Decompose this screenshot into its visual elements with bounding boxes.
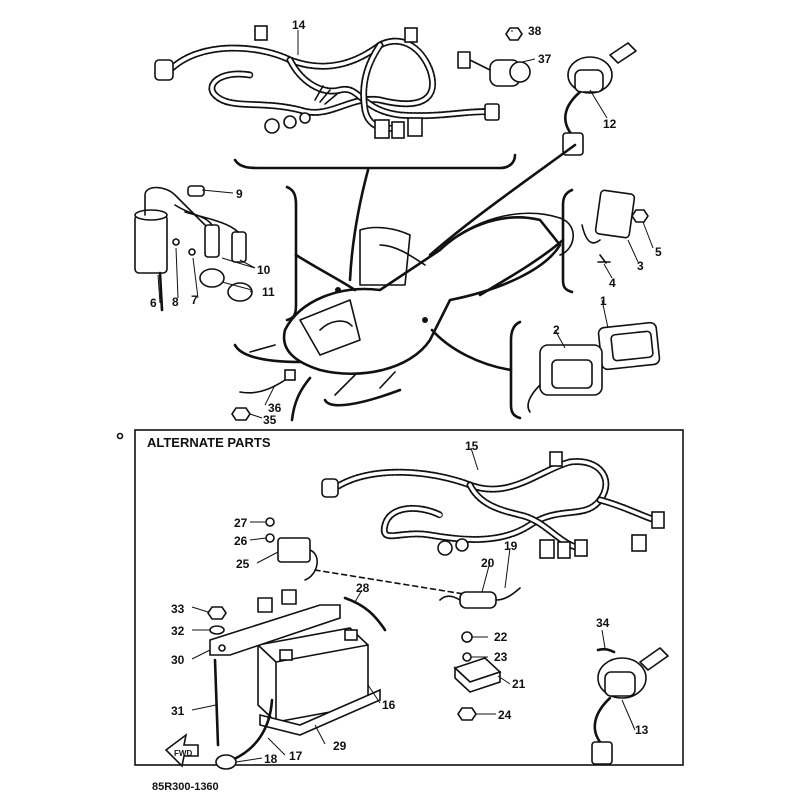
vent-tube-17 [230,698,274,762]
alternate-parts-box [134,429,684,766]
callout-30: 30 [171,653,185,667]
fwd-label: FWD [174,749,192,758]
washer-32 [209,625,225,635]
leader-35 [290,376,312,422]
callout-23: 23 [494,650,508,664]
callout-34: 34 [596,616,610,630]
nut-33 [207,606,227,620]
nut-35 [231,407,251,421]
group-bracket-right-upper [561,188,574,294]
callout-38: 38 [528,24,542,38]
callout-37: 37 [538,52,552,66]
regulator-3 [581,189,636,244]
harness-clip-36 [239,369,296,394]
callout-36: 36 [268,401,282,415]
battery-cable-28 [343,596,387,632]
callout-22: 22 [494,630,508,644]
wire-harness-main [154,25,500,139]
callout-31: 31 [171,704,185,718]
callout-15: 15 [465,439,479,453]
leader-right-lower [430,328,513,372]
washer-23 [462,652,472,662]
callout-26: 26 [234,534,248,548]
switch-body-37 [457,51,531,87]
callout-9: 9 [236,187,243,201]
cap-34 [596,647,616,654]
callout-11: 11 [262,285,275,299]
registration-mark [116,432,124,440]
dashed-connector [314,569,471,596]
callout-8: 8 [172,295,179,309]
drawing-code: 85R300-1360 [152,781,219,793]
fuse-holder-20 [439,587,521,609]
group-bracket-left [285,185,298,322]
screw-22 [461,631,473,643]
battery-tray-29 [259,688,381,736]
callout-16: 16 [382,698,396,712]
callout-25: 25 [236,557,250,571]
nut-27 [265,517,275,527]
callout-29: 29 [333,739,347,753]
callout-leaders [157,30,654,763]
callout-18: 18 [264,752,278,766]
leader-left [294,253,357,292]
fwd-arrow: FWD [164,733,199,768]
callout-1: 1 [600,294,607,308]
callout-24: 24 [498,708,512,722]
cap-18 [215,754,237,770]
battery-bracket-30 [209,589,341,656]
snowmobile-illustration [233,212,574,407]
spark-plug-caps [174,185,247,263]
callout-4: 4 [609,276,616,290]
callout-19: 19 [504,539,518,553]
callout-32: 32 [171,624,185,638]
nut-24 [457,707,477,721]
cdi-unit-1 [597,321,661,371]
callout-numbers: 14 38 37 12 9 10 11 6 8 7 5 3 4 1 2 36 3… [150,18,662,766]
callout-10: 10 [257,263,271,277]
callout-33: 33 [171,602,185,616]
wire-harness-15 [321,451,665,559]
callout-7: 7 [191,293,198,307]
callout-35: 35 [263,413,277,427]
callout-21: 21 [512,677,526,691]
callout-5: 5 [655,245,662,259]
fuse-box-21 [453,657,502,693]
plug-boots-11 [199,268,253,302]
screw-7 [188,248,196,256]
callout-17: 17 [289,749,303,763]
leader-14 [348,168,370,282]
ignition-switch-13 [591,647,669,765]
ignition-coil [134,186,206,312]
callout-14: 14 [292,18,306,32]
leader-12 [428,143,577,257]
callout-28: 28 [356,581,370,595]
callout-12: 12 [603,117,617,131]
washer-8 [172,238,180,246]
nut-5 [631,209,649,223]
group-bracket-14 [233,153,517,170]
nut-38 [505,27,523,41]
starter-relay-25 [277,537,318,581]
callout-2: 2 [553,323,560,337]
callout-3: 3 [637,259,644,273]
callout-27: 27 [234,516,248,530]
hold-down-rod-31 [213,658,220,747]
bolt-4 [597,254,611,264]
leader-right-upper [478,238,565,297]
washer-26 [265,533,275,543]
callout-20: 20 [481,556,495,570]
callout-13: 13 [635,723,649,737]
alternate-parts-title: ALTERNATE PARTS [147,435,271,450]
ignition-switch [562,42,637,156]
group-bracket-right-lower [509,320,522,420]
callout-6: 6 [150,296,157,310]
bracket-2 [527,344,603,413]
